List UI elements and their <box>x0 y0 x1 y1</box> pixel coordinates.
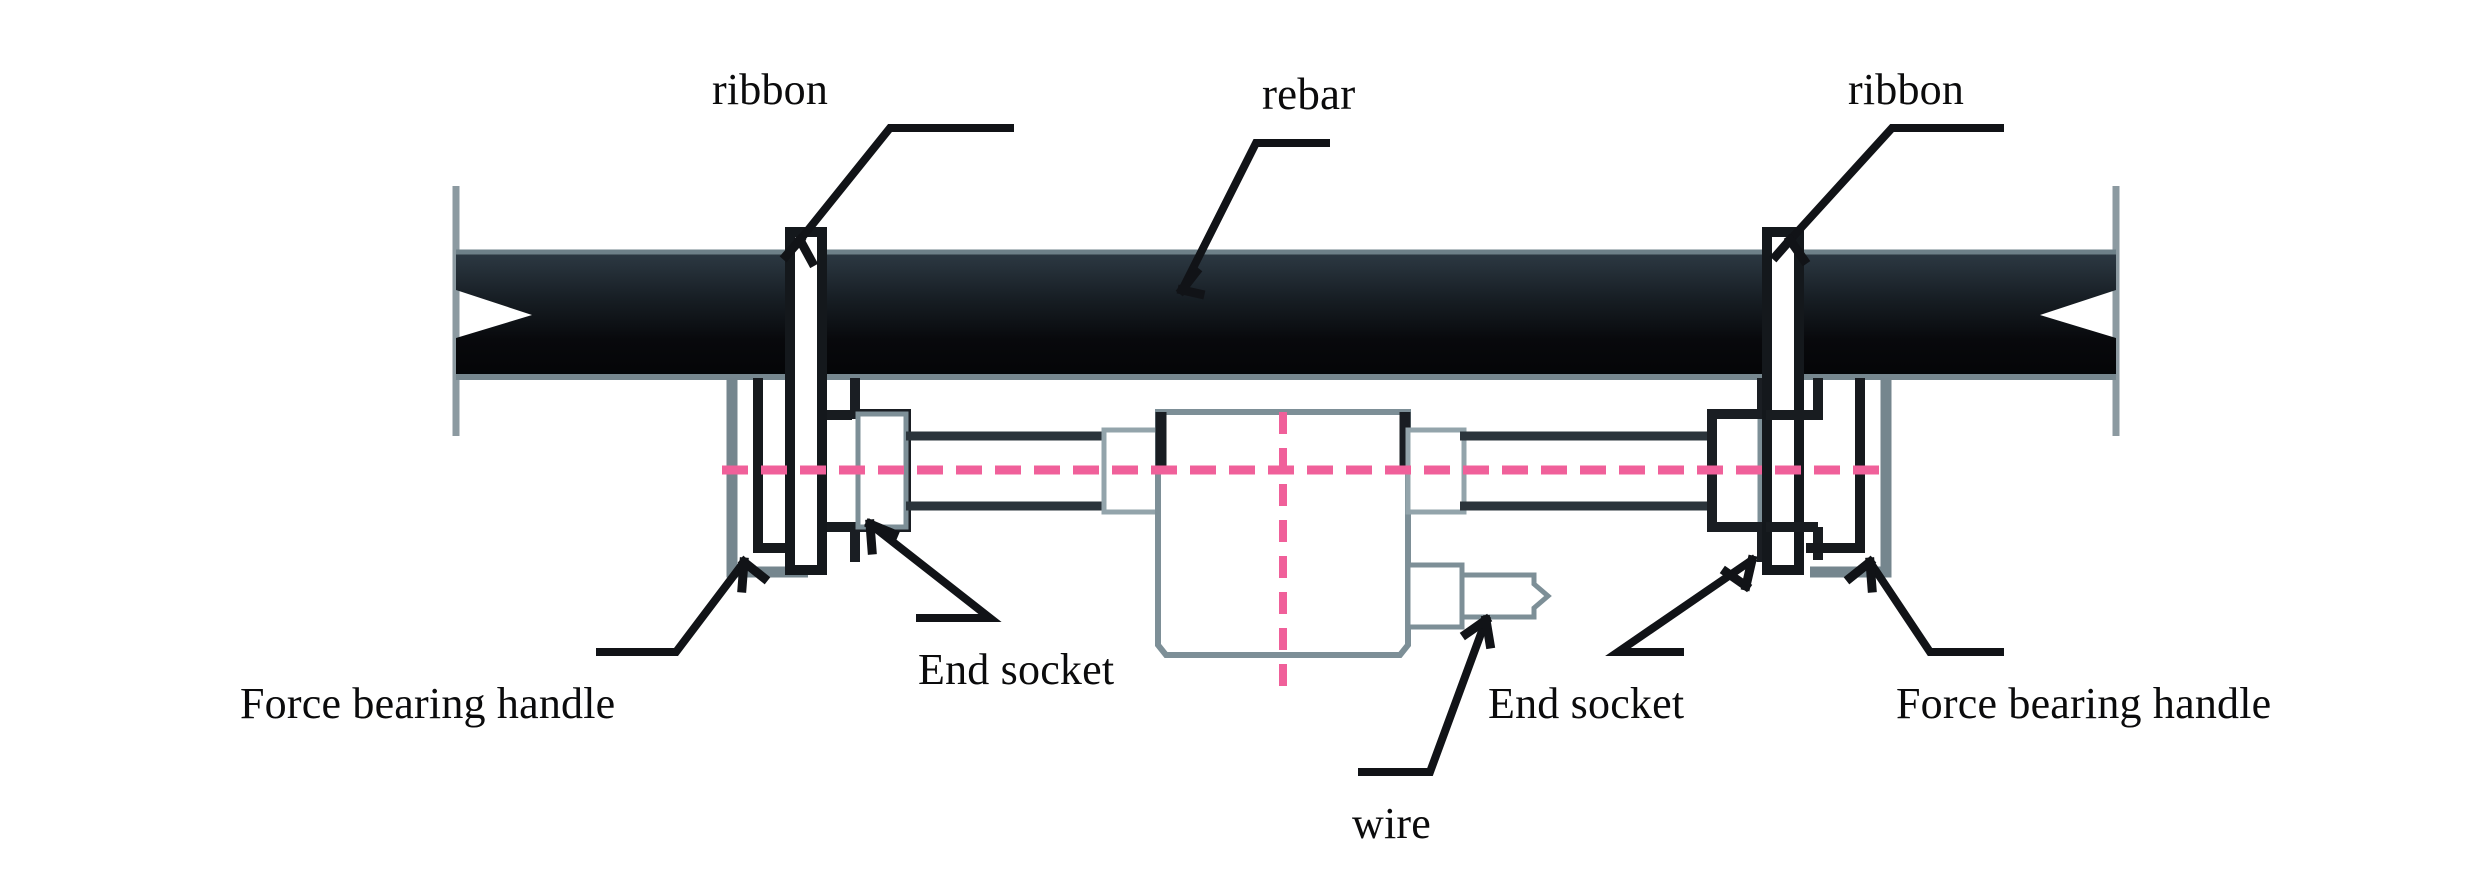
leader-rebar <box>1176 139 1330 296</box>
leader-ribbon-left <box>794 124 1014 246</box>
label-ribbon-right: ribbon <box>1848 65 1965 114</box>
leader-end-socket-left-head <box>864 518 900 555</box>
leader-force-handle-left <box>596 556 750 656</box>
leader-force-handle-left-head <box>737 555 771 593</box>
label-ribbon-left: ribbon <box>712 65 829 114</box>
ribbon-right <box>1762 227 1804 575</box>
label-end-socket-left: End socket <box>918 645 1115 694</box>
leader-ribbon-right-head <box>1769 233 1811 267</box>
wire-connector <box>1459 572 1552 620</box>
rebar-assembly <box>452 186 2120 436</box>
centerlines <box>722 412 1880 690</box>
force-bearing-handle-right <box>1810 378 1892 578</box>
leader-force-handle-right <box>1864 556 2004 656</box>
leader-end-socket-left <box>864 518 1002 622</box>
ribbon-left-band <box>791 230 821 570</box>
leader-wire-head <box>1459 613 1496 650</box>
force-bearing-handle-right-inner <box>1806 378 1865 553</box>
leader-wire <box>1358 614 1492 776</box>
leader-end-socket-right <box>1605 554 1758 656</box>
label-end-socket-right: End socket <box>1488 679 1685 728</box>
leader-force-handle-right-head <box>1843 555 1877 593</box>
leader-end-socket-right-head <box>1719 554 1758 593</box>
wire-port-block <box>1405 562 1465 630</box>
label-force-bearing-handle-right: Force bearing handle <box>1896 679 2272 728</box>
leader-lines <box>596 124 2004 776</box>
rebar-body <box>456 250 2116 378</box>
leader-rebar-head <box>1175 265 1206 300</box>
label-force-bearing-handle-left: Force bearing handle <box>240 679 616 728</box>
leader-ribbon-left-head <box>779 233 819 269</box>
leader-ribbon-right <box>1784 124 2004 246</box>
label-rebar: rebar <box>1262 69 1356 119</box>
label-wire: wire <box>1352 799 1431 848</box>
ribbon-right-band <box>1768 230 1798 570</box>
